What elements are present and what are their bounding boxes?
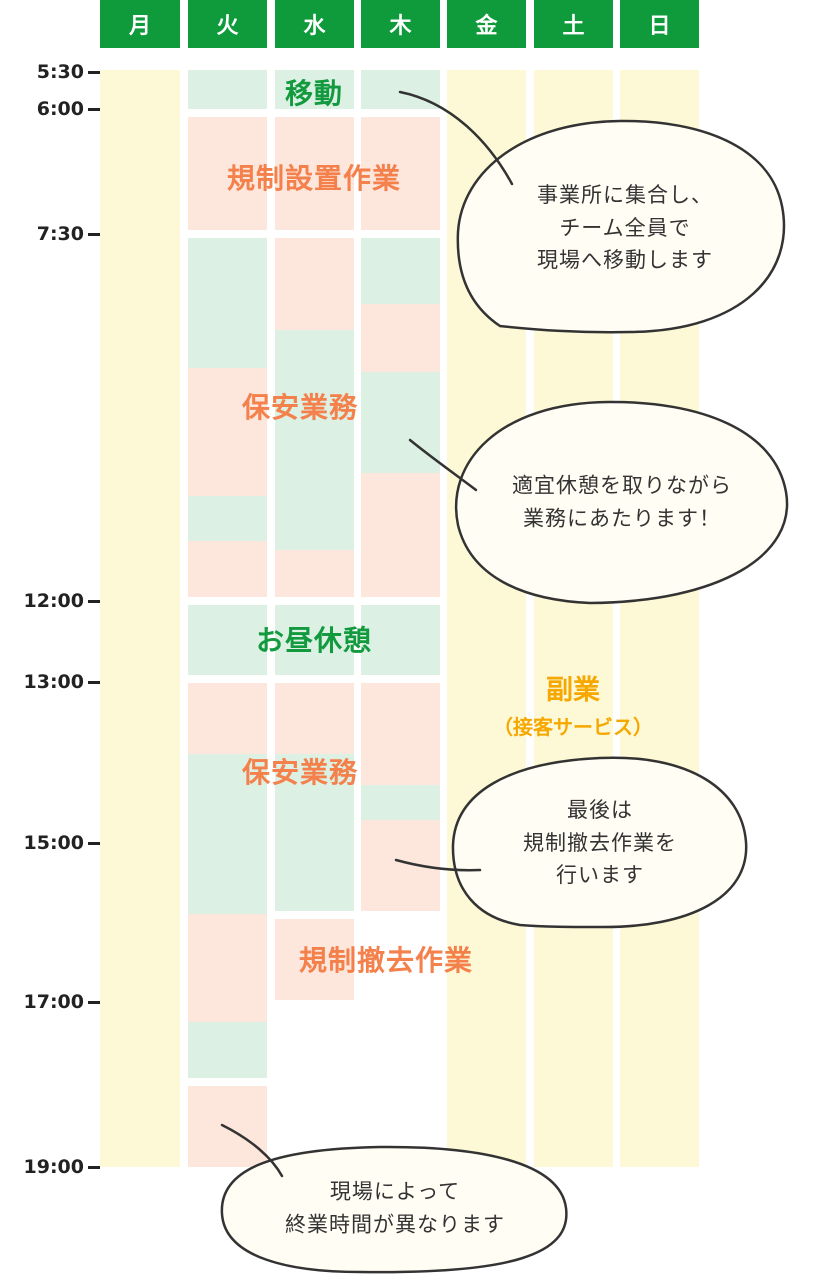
time-mark: 7:30	[0, 222, 100, 246]
schedule-block-setup	[275, 117, 354, 230]
bubble-text-line: 最後は	[567, 798, 633, 823]
day-header-mon: 月	[100, 0, 180, 48]
time-mark: 13:00	[0, 670, 100, 694]
schedule-block-setup	[188, 117, 267, 230]
schedule-block-rest	[361, 238, 440, 304]
schedule-block-rest	[275, 330, 354, 517]
bubble-text-line: 行います	[556, 863, 644, 888]
speech-bubble-outline	[455, 400, 789, 605]
pointer-line	[408, 438, 478, 492]
schedule-block-removal	[188, 914, 267, 1022]
bubble-text-line: 現場によって	[329, 1179, 461, 1204]
label-removal: 規制撤去作業	[298, 944, 474, 977]
time-mark: 17:00	[0, 990, 100, 1014]
speech-bubble-removal: 最後は 規制撤去作業を 行います	[523, 794, 677, 892]
side-job-title: 副業	[546, 675, 600, 706]
pointer-line	[398, 90, 514, 186]
side-job-subtitle: （接客サービス）	[493, 715, 653, 739]
day-off-column-mon	[100, 70, 180, 1167]
schedule-block-rest	[275, 517, 354, 550]
pointer-line	[220, 1123, 284, 1178]
time-mark: 12:00	[0, 589, 100, 613]
schedule-block-rest	[188, 238, 267, 368]
schedule-block-move	[188, 70, 267, 109]
schedule-block-rest	[188, 1022, 267, 1078]
schedule-block-lunch	[361, 605, 440, 675]
day-header-wed: 水	[275, 0, 354, 48]
schedule-block-work	[361, 473, 440, 597]
schedule-block-work	[188, 541, 267, 597]
label-move: 移動	[284, 77, 344, 110]
time-mark: 15:00	[0, 831, 100, 855]
day-header-sun: 日	[620, 0, 699, 48]
pointer-line	[394, 858, 482, 872]
speech-bubble-gathering: 事業所に集合し、 チーム全員で 現場へ移動します	[537, 179, 713, 277]
time-mark: 6:00	[0, 97, 100, 121]
bubble-text-line: 適宜休憩を取りながら	[512, 473, 732, 498]
day-header-fri: 金	[447, 0, 526, 48]
speech-bubble-end-time: 現場によって 終業時間が異なります	[285, 1175, 505, 1240]
schedule-block-lunch	[188, 605, 267, 675]
speech-bubble-outline	[451, 756, 748, 929]
schedule-block-work	[275, 238, 354, 330]
schedule-block-work	[188, 683, 267, 754]
bubble-text-line: 現場へ移動します	[537, 248, 713, 273]
schedule-block-work	[361, 683, 440, 785]
day-header-thu: 木	[361, 0, 440, 48]
label-lunch: お昼休憩	[255, 624, 373, 657]
schedule-block-move	[275, 70, 354, 109]
bubble-text-line: 業務にあたります！	[523, 506, 721, 530]
time-mark: 19:00	[0, 1155, 100, 1179]
schedule-block-rest	[275, 754, 354, 911]
bubble-text-line: 終業時間が異なります	[285, 1212, 505, 1236]
schedule-block-work	[188, 368, 267, 496]
day-header-tue: 火	[188, 0, 267, 48]
schedule-block-work	[275, 683, 354, 754]
label-setup: 規制設置作業	[226, 162, 402, 195]
schedule-block-lunch	[275, 605, 354, 675]
schedule-block-removal	[275, 919, 354, 1000]
bubble-text-line: 事業所に集合し、	[537, 183, 713, 208]
time-mark: 5:30	[0, 60, 100, 84]
schedule-block-rest	[361, 785, 440, 820]
speech-bubble-outline	[220, 1145, 568, 1274]
label-security-pm: 保安業務	[241, 756, 359, 789]
label-security-am: 保安業務	[241, 391, 359, 424]
schedule-block-work	[361, 304, 440, 372]
bubble-text-line: 規制撤去作業を	[523, 830, 677, 855]
schedule-block-rest	[188, 754, 267, 914]
schedule-block-rest	[361, 372, 440, 473]
schedule-block-rest	[188, 496, 267, 541]
schedule-block-work	[275, 550, 354, 597]
schedule-block-move	[361, 70, 440, 109]
speech-bubble-outline	[456, 119, 786, 334]
schedule-block-setup	[361, 117, 440, 230]
speech-bubble-break: 適宜休憩を取りながら 業務にあたります！	[512, 469, 732, 534]
day-header-sat: 土	[534, 0, 613, 48]
side-job-label: 副業 （接客サービス）	[493, 668, 653, 740]
bubble-text-line: チーム全員で	[559, 215, 691, 240]
